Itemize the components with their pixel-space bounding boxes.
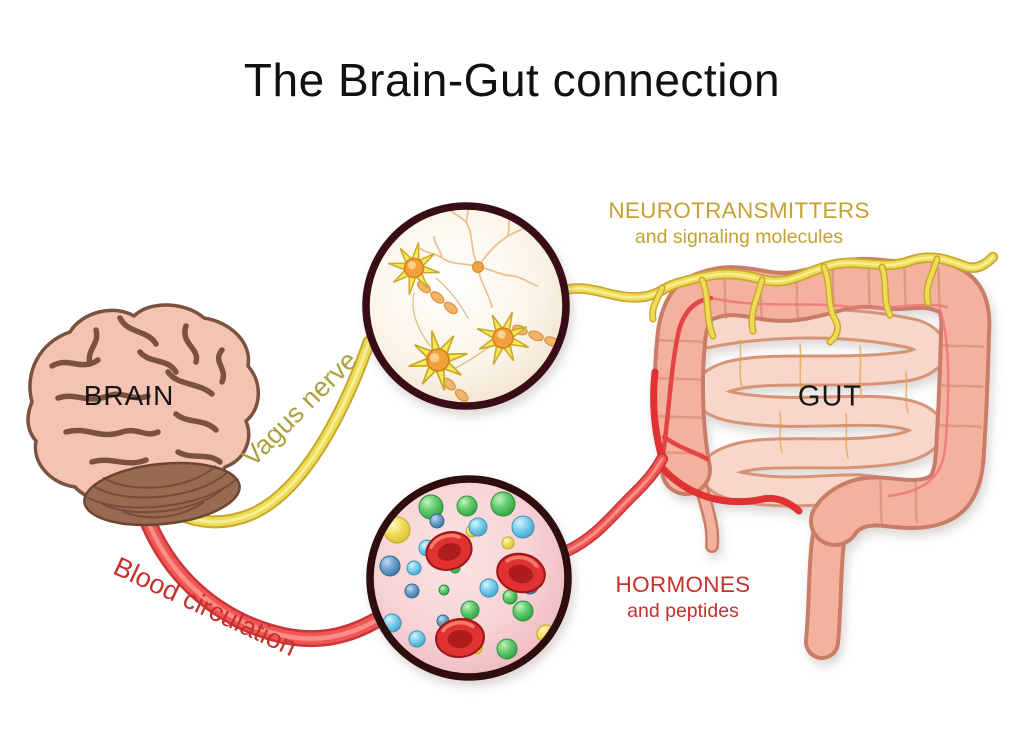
gut-illustration: [650, 256, 992, 660]
cerebellum: [83, 461, 241, 527]
molecule-spheres: [379, 491, 556, 660]
hormones-annotation: HORMONES and peptides: [616, 571, 751, 624]
dendrite-tree: [419, 209, 539, 309]
vagus-nerve-line: [143, 257, 993, 522]
neurons-inset: [362, 202, 570, 410]
inset-ring-bottom: [366, 475, 572, 681]
cerebrum: [26, 303, 261, 504]
page-title: The Brain-Gut connection: [243, 54, 781, 106]
brain-label: BRAIN: [83, 380, 175, 411]
red-blood-cells: [425, 531, 546, 659]
hormones-line1: HORMONES: [615, 572, 751, 597]
neuron-cells: [382, 237, 539, 398]
vagus-gut-branches: [649, 255, 941, 346]
myelin-axon: [416, 280, 563, 402]
hormones-line2: and peptides: [627, 600, 739, 623]
mesentery-lines: [739, 339, 909, 459]
brain-illustration: [26, 303, 261, 527]
blood-cells-inset: [366, 475, 572, 681]
inset-ring-top: [362, 202, 570, 410]
neurotransmitters-annotation: NEUROTRANSMITTERS and signaling molecule…: [608, 197, 869, 250]
neurotransmitters-line2: and signaling molecules: [634, 226, 844, 249]
neurotransmitters-line1: NEUROTRANSMITTERS: [608, 198, 870, 223]
gut-label: GUT: [797, 380, 863, 413]
brain-sulci: [49, 315, 227, 466]
